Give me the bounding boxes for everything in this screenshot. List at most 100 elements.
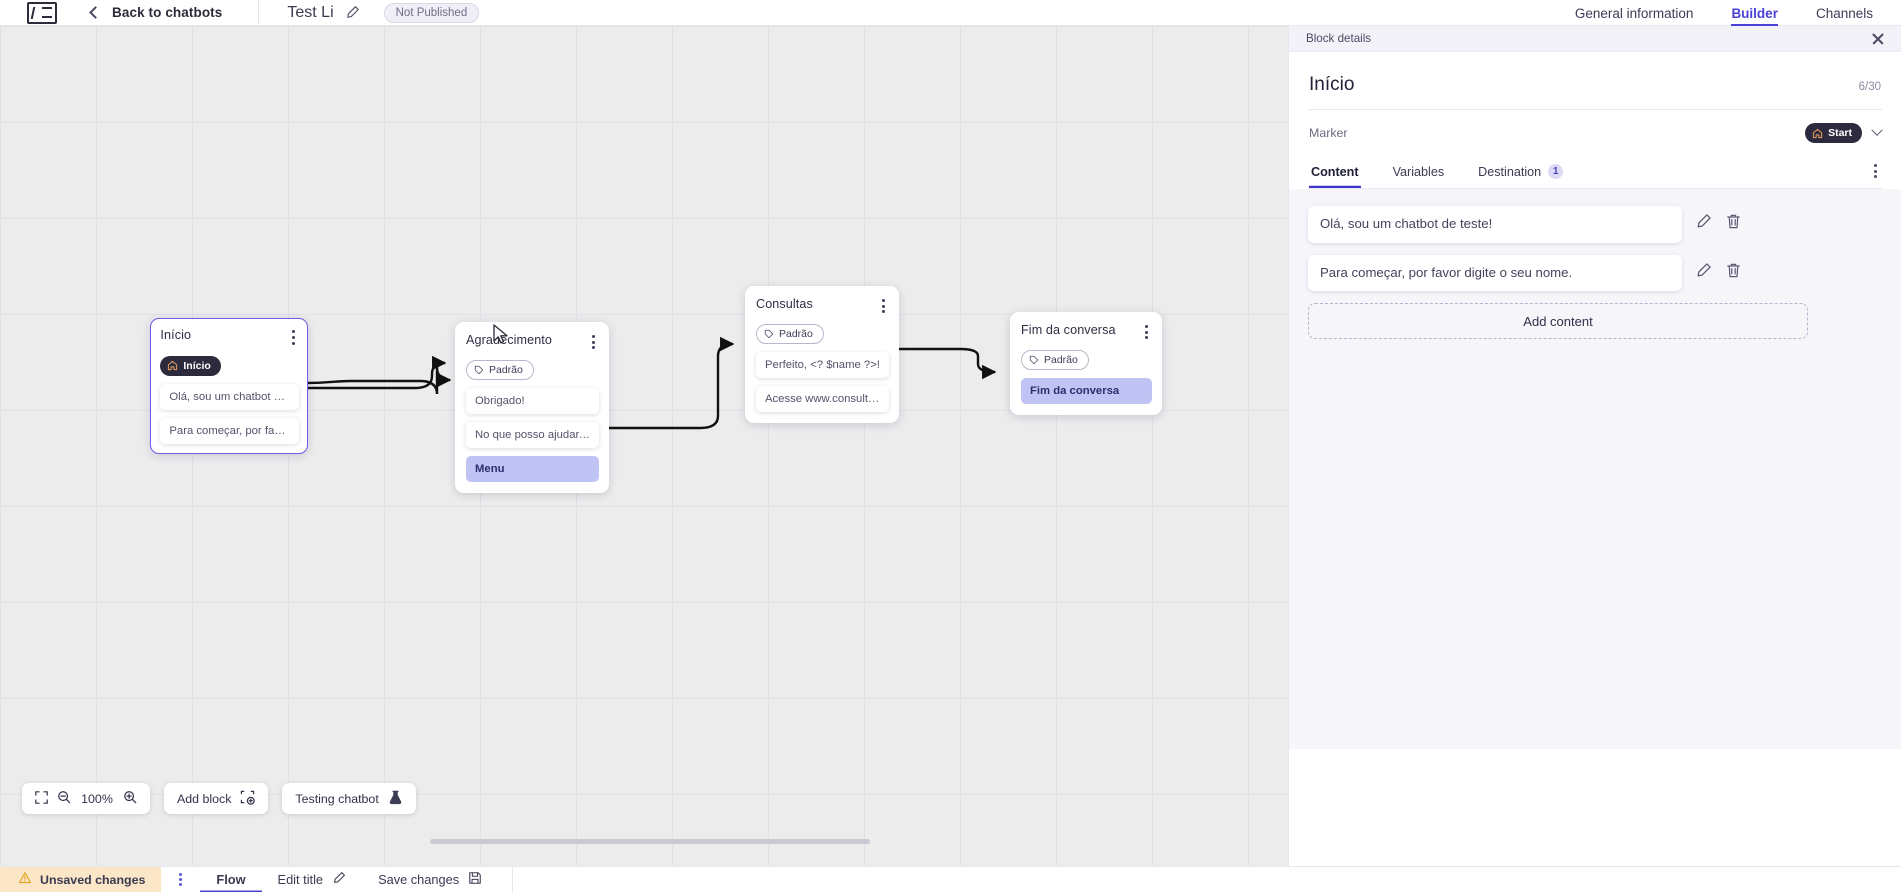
mouse-cursor-icon bbox=[493, 324, 508, 344]
zoom-controls: 100% bbox=[22, 783, 150, 814]
node-message-accent[interactable]: Menu bbox=[466, 456, 599, 483]
marker-label: Marker bbox=[1309, 126, 1348, 140]
tab-general-information[interactable]: General information bbox=[1574, 5, 1694, 21]
footer-item-edit-title[interactable]: Edit title bbox=[262, 867, 363, 892]
footer-item-edit-title-label: Edit title bbox=[277, 872, 324, 887]
node-header: Fim da conversa bbox=[1021, 323, 1152, 341]
node-title: Consultas bbox=[756, 297, 813, 311]
panel-title-row: Início 6/30 bbox=[1308, 52, 1882, 110]
flow-node-agradecimento[interactable]: Agradecimento Padrão Obrigado! No que po… bbox=[455, 322, 609, 494]
node-menu-icon[interactable] bbox=[878, 297, 889, 315]
document-title-group: Test Li bbox=[287, 4, 359, 22]
tag-icon bbox=[1029, 356, 1039, 365]
tag-icon bbox=[474, 366, 484, 375]
node-title: Agradecimento bbox=[466, 333, 553, 347]
node-menu-icon[interactable] bbox=[1141, 323, 1152, 341]
node-message[interactable]: Obrigado! bbox=[466, 388, 599, 415]
chevron-down-icon[interactable] bbox=[1871, 124, 1883, 136]
pencil-icon[interactable] bbox=[345, 5, 360, 20]
node-title: Fim da conversa bbox=[1021, 323, 1116, 337]
zoom-out-icon[interactable] bbox=[57, 790, 71, 807]
character-counter: 6/30 bbox=[1858, 81, 1881, 93]
tab-variables-label: Variables bbox=[1392, 164, 1445, 179]
marker-select[interactable]: Start bbox=[1805, 123, 1883, 143]
top-bar: Back to chatbots Test Li Not Published G… bbox=[0, 0, 1901, 26]
content-text[interactable]: Para começar, por favor digite o seu nom… bbox=[1308, 254, 1682, 292]
panel-body: Início 6/30 Marker Start Content Variabl… bbox=[1289, 52, 1901, 749]
chevron-left-icon bbox=[89, 6, 102, 19]
edit-content-icon[interactable] bbox=[1695, 262, 1712, 279]
tab-content[interactable]: Content bbox=[1309, 155, 1361, 188]
tag-icon bbox=[764, 330, 774, 339]
add-block-icon bbox=[240, 790, 256, 808]
content-row: Olá, sou um chatbot de teste! bbox=[1308, 206, 1882, 243]
panel-header-title: Block details bbox=[1306, 32, 1372, 45]
warning-icon bbox=[18, 871, 32, 888]
divider bbox=[512, 866, 514, 892]
tab-channels[interactable]: Channels bbox=[1815, 5, 1873, 21]
marker-value-label: Start bbox=[1828, 127, 1852, 139]
delete-content-icon[interactable] bbox=[1725, 213, 1742, 230]
tab-variables[interactable]: Variables bbox=[1391, 155, 1447, 188]
close-icon[interactable] bbox=[1871, 32, 1885, 46]
tab-destination-badge: 1 bbox=[1548, 164, 1564, 179]
add-block-button[interactable]: Add block bbox=[164, 783, 269, 814]
back-to-chatbots-button[interactable]: Back to chatbots bbox=[89, 0, 223, 25]
content-text[interactable]: Olá, sou um chatbot de teste! bbox=[1308, 206, 1682, 243]
page-title: Test Li bbox=[287, 3, 334, 21]
flow-node-inicio[interactable]: Início Início Olá, sou um chatbot de tes… bbox=[150, 318, 308, 455]
panel-tabs-menu-icon[interactable] bbox=[1870, 160, 1881, 182]
edit-content-icon[interactable] bbox=[1695, 213, 1712, 230]
node-marker-badge: Padrão bbox=[1021, 350, 1089, 371]
block-details-panel: Block details Início 6/30 Marker Start C… bbox=[1288, 26, 1901, 866]
add-block-label: Add block bbox=[177, 791, 232, 806]
footer-menu-icon[interactable] bbox=[179, 872, 183, 887]
node-message[interactable]: Olá, sou um chatbot de teste! bbox=[160, 384, 299, 411]
footer-item-flow-label: Flow bbox=[216, 872, 246, 887]
node-marker-label: Padrão bbox=[489, 364, 523, 377]
testing-chatbot-label: Testing chatbot bbox=[295, 791, 379, 806]
unsaved-changes-label: Unsaved changes bbox=[40, 872, 146, 887]
node-message-accent[interactable]: Fim da conversa bbox=[1021, 378, 1152, 405]
node-header: Início bbox=[160, 328, 298, 346]
save-icon bbox=[468, 871, 482, 888]
content-tab-panel: Olá, sou um chatbot de teste! Para começ… bbox=[1289, 189, 1901, 749]
flow-canvas[interactable]: Início Início Olá, sou um chatbot de tes… bbox=[0, 26, 1288, 866]
node-marker-badge: Padrão bbox=[756, 324, 824, 345]
testing-chatbot-button[interactable]: Testing chatbot bbox=[282, 783, 416, 814]
node-menu-icon[interactable] bbox=[588, 333, 599, 351]
home-icon bbox=[1812, 128, 1823, 138]
node-message[interactable]: Perfeito, <? $name ?>! bbox=[756, 352, 889, 379]
delete-content-icon[interactable] bbox=[1725, 262, 1742, 279]
divider bbox=[258, 0, 260, 26]
node-message[interactable]: Para começar, por favor digite o ... bbox=[160, 418, 299, 445]
node-header: Consultas bbox=[756, 297, 889, 315]
zoom-in-icon[interactable] bbox=[123, 790, 137, 807]
node-message[interactable]: Acesse www.consultas.com par... bbox=[756, 386, 889, 413]
add-content-button[interactable]: Add content bbox=[1308, 303, 1808, 340]
footer-item-flow[interactable]: Flow bbox=[200, 867, 261, 892]
marker-row: Marker Start bbox=[1308, 110, 1883, 154]
node-marker-badge: Padrão bbox=[466, 360, 534, 381]
content-row: Para começar, por favor digite o seu nom… bbox=[1308, 254, 1882, 292]
marker-value-badge: Start bbox=[1805, 123, 1862, 143]
node-header: Agradecimento bbox=[466, 333, 599, 351]
app-logo[interactable] bbox=[27, 1, 57, 24]
footer-bar: Unsaved changes Flow Edit title Save cha… bbox=[0, 866, 1901, 892]
tab-builder[interactable]: Builder bbox=[1731, 0, 1778, 26]
tab-destination[interactable]: Destination 1 bbox=[1476, 154, 1565, 188]
flow-node-consultas[interactable]: Consultas Padrão Perfeito, <? $name ?>! … bbox=[745, 286, 899, 424]
node-message[interactable]: No que posso ajudar, <? $name ... bbox=[466, 422, 599, 449]
node-marker-label: Padrão bbox=[1044, 354, 1078, 367]
node-menu-icon[interactable] bbox=[288, 328, 299, 346]
flow-node-fim-da-conversa[interactable]: Fim da conversa Padrão Fim da conversa bbox=[1010, 312, 1162, 416]
footer-item-save-changes[interactable]: Save changes bbox=[362, 867, 498, 892]
node-title: Início bbox=[160, 328, 192, 343]
back-to-chatbots-label: Back to chatbots bbox=[112, 5, 223, 20]
fit-screen-icon[interactable] bbox=[35, 790, 48, 807]
node-marker-label: Início bbox=[183, 359, 211, 372]
tab-destination-label: Destination bbox=[1478, 164, 1542, 179]
home-icon bbox=[168, 360, 178, 371]
node-marker-label: Padrão bbox=[779, 328, 813, 341]
canvas-horizontal-scrollbar[interactable] bbox=[430, 839, 870, 844]
